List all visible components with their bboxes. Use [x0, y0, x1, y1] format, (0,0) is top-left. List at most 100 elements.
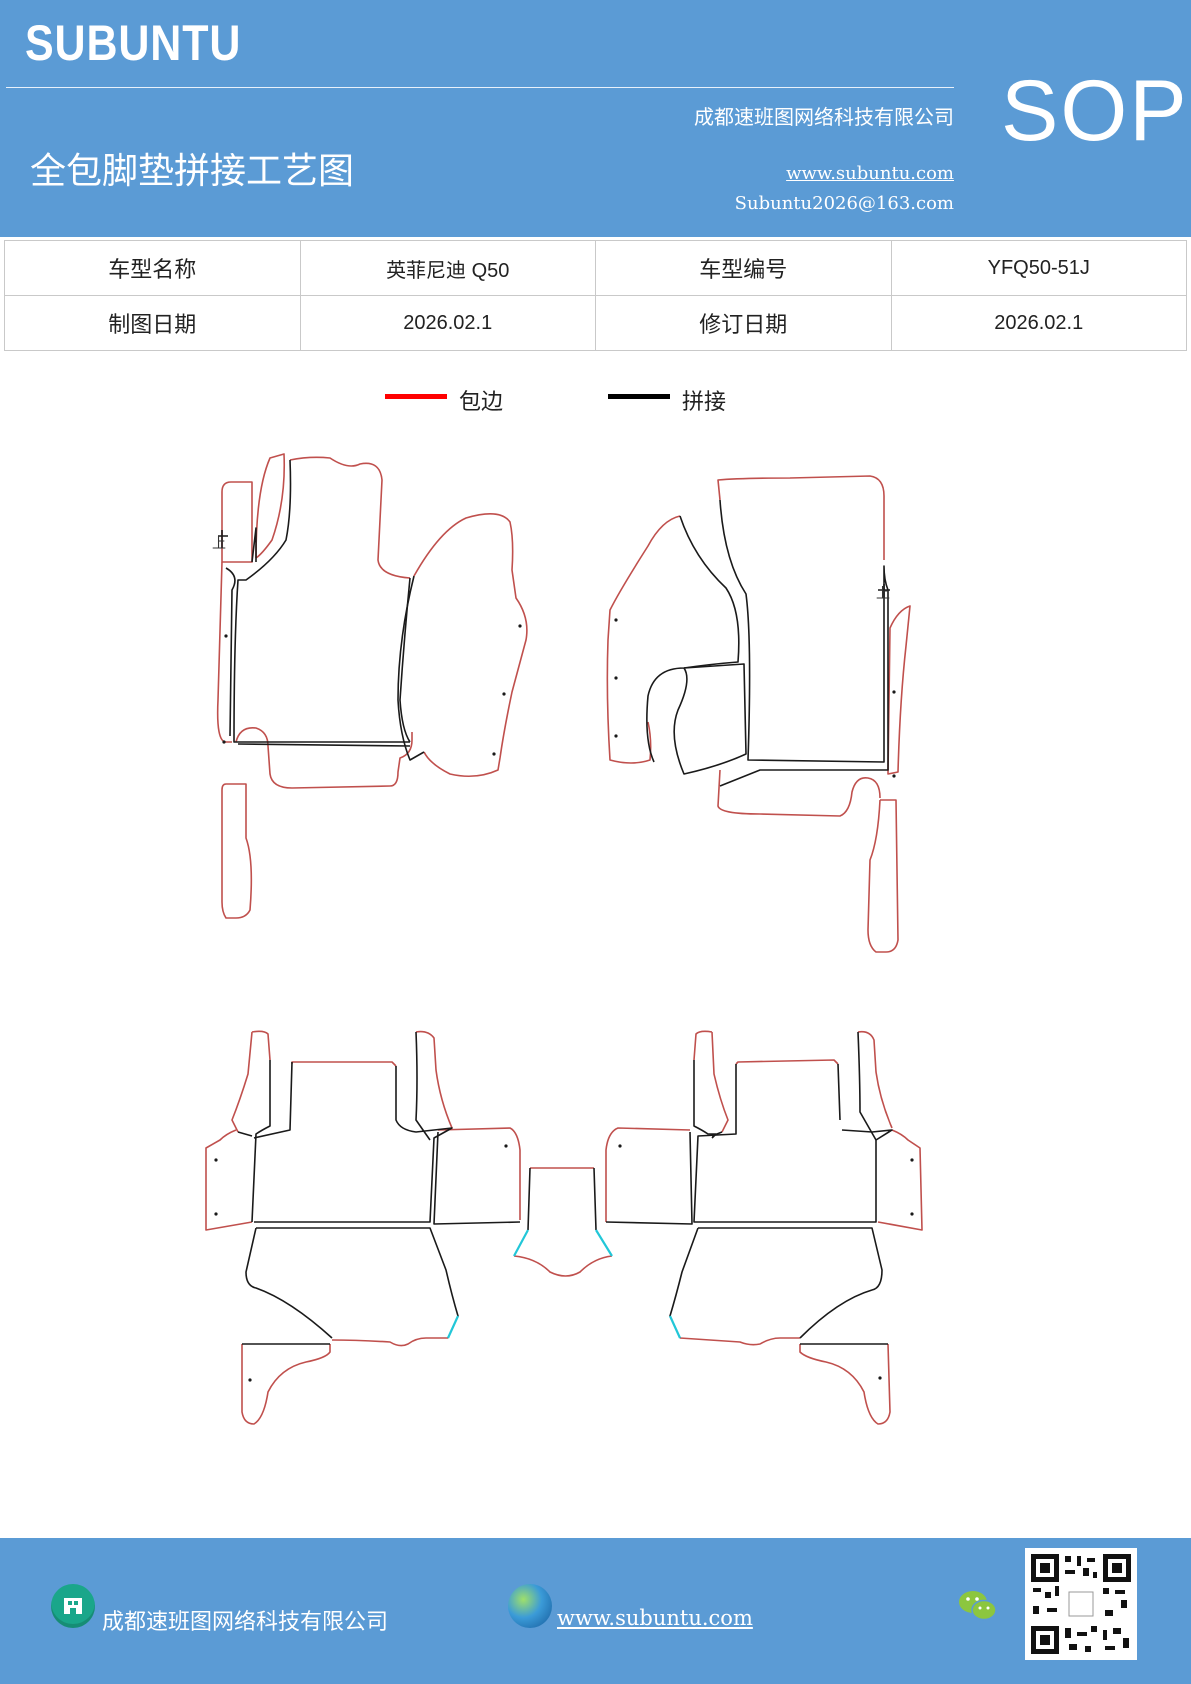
- building-icon: [51, 1584, 95, 1628]
- mat-edge: [216, 561, 232, 743]
- legend-swatch-black: [608, 394, 670, 399]
- mat-edge: [799, 1343, 891, 1425]
- mat-edge: [693, 1030, 729, 1133]
- value-cell: YFQ50-51J: [890, 240, 1187, 296]
- page-title: 全包脚垫拼接工艺图: [30, 151, 355, 192]
- value-cell: 2026.02.1: [299, 295, 596, 351]
- hole-dot: [878, 1376, 882, 1380]
- rear-left-mat: [205, 1030, 521, 1425]
- label-cell: 修订日期: [595, 295, 892, 351]
- hole-dot: [492, 752, 496, 756]
- wechat-icon[interactable]: [956, 1586, 1000, 1626]
- website-link[interactable]: www.subuntu.com: [786, 163, 954, 184]
- table-row: 制图日期 2026.02.1 修订日期 2026.02.1: [4, 295, 1187, 351]
- mat-edge: [717, 475, 885, 560]
- legend-label: 包边: [459, 390, 504, 415]
- front-left-mat: 上: [212, 453, 528, 919]
- mat-edge: [717, 769, 881, 817]
- mat-seam: [673, 663, 747, 775]
- mat-edge: [605, 1127, 691, 1222]
- mat-edge: [857, 1030, 893, 1129]
- mat-seam: [693, 1060, 723, 1139]
- mat-edge: [606, 515, 681, 764]
- value-cell: 2026.02.1: [890, 295, 1187, 351]
- sop-badge: SOP: [1001, 63, 1189, 159]
- mat-seam: [218, 530, 228, 548]
- hole-dot: [892, 774, 896, 778]
- header-divider: [6, 87, 954, 88]
- hole-dot: [614, 618, 618, 622]
- hole-dot: [214, 1158, 218, 1162]
- mat-seam: [253, 1061, 453, 1223]
- join-seam: [513, 1229, 613, 1257]
- hole-dot: [614, 734, 618, 738]
- mat-edge: [437, 1127, 521, 1220]
- mat-seam: [878, 584, 890, 598]
- hole-dot: [892, 690, 896, 694]
- front-right-mat: 上: [606, 475, 911, 953]
- hole-dot: [618, 1144, 622, 1148]
- value-cell: 英菲尼迪 Q50: [299, 240, 596, 296]
- hole-dot: [910, 1158, 914, 1162]
- mat-seam: [693, 1063, 893, 1223]
- table-row: 车型名称 英菲尼迪 Q50 车型编号 YFQ50-51J: [4, 240, 1187, 296]
- label-cell: 制图日期: [4, 295, 301, 351]
- mat-seam: [605, 1031, 877, 1225]
- mat-seam: [245, 1227, 459, 1339]
- mat-edge: [735, 1059, 839, 1065]
- mat-seam: [527, 1167, 597, 1231]
- hole-dot: [614, 676, 618, 680]
- mat-seam: [719, 499, 889, 787]
- legend-label: 拼接: [682, 390, 727, 415]
- join-seam: [668, 1315, 682, 1339]
- hole-dot: [224, 634, 228, 638]
- footer-banner: 成都速班图网络科技有限公司 www.subuntu.com: [0, 1538, 1191, 1684]
- header-banner: SUBUNTU 成都速班图网络科技有限公司 全包脚垫拼接工艺图 www.subu…: [0, 0, 1191, 237]
- company-name: 成都速班图网络科技有限公司: [694, 105, 954, 129]
- mat-edge: [205, 1129, 253, 1231]
- mat-edge: [415, 1030, 453, 1129]
- email-text: Subuntu2026@163.com: [734, 193, 954, 214]
- qr-code: [1025, 1548, 1137, 1660]
- top-mark: 上: [212, 536, 226, 552]
- mat-edge: [679, 1337, 800, 1346]
- mat-edge: [231, 1030, 271, 1133]
- mat-edge: [877, 1129, 923, 1231]
- mat-edge: [255, 453, 286, 559]
- mat-seam: [237, 1060, 271, 1223]
- footer-website-link[interactable]: www.subuntu.com: [557, 1606, 753, 1630]
- legend-swatch-red: [385, 394, 447, 399]
- mat-edge: [513, 1167, 613, 1277]
- hole-dot: [214, 1212, 218, 1216]
- rear-center-mat: [513, 1167, 613, 1277]
- floor-mat-drawing: 上 上: [205, 453, 923, 1425]
- label-cell: 车型名称: [4, 240, 301, 296]
- mat-edge: [413, 513, 528, 778]
- mat-seam: [669, 1227, 883, 1339]
- mat-edge: [221, 481, 253, 563]
- mat-edge: [241, 1344, 331, 1425]
- mat-seam: [646, 515, 740, 763]
- vehicle-info-table: 车型名称 英菲尼迪 Q50 车型编号 YFQ50-51J 制图日期 2026.0…: [4, 240, 1187, 351]
- join-seam: [446, 1315, 460, 1339]
- hole-dot: [504, 1144, 508, 1148]
- mat-edge: [331, 1337, 448, 1347]
- brand-logo: SUBUNTU: [25, 15, 242, 71]
- mat-edge: [887, 605, 911, 775]
- mat-edge: [235, 726, 413, 789]
- top-mark: 上: [876, 586, 890, 602]
- hole-dot: [248, 1378, 252, 1382]
- mat-edge: [221, 783, 253, 919]
- mat-seam: [233, 459, 411, 743]
- hole-dot: [502, 692, 506, 696]
- mat-seam: [225, 567, 425, 761]
- hole-dot: [910, 1212, 914, 1216]
- globe-icon: [508, 1584, 552, 1628]
- label-cell: 车型编号: [595, 240, 892, 296]
- mat-edge: [291, 1061, 397, 1067]
- hole-dot: [518, 624, 522, 628]
- mat-seam: [415, 1031, 521, 1225]
- mat-edge: [289, 456, 411, 579]
- footer-company-name: 成都速班图网络科技有限公司: [102, 1610, 389, 1635]
- mat-edge: [867, 799, 899, 953]
